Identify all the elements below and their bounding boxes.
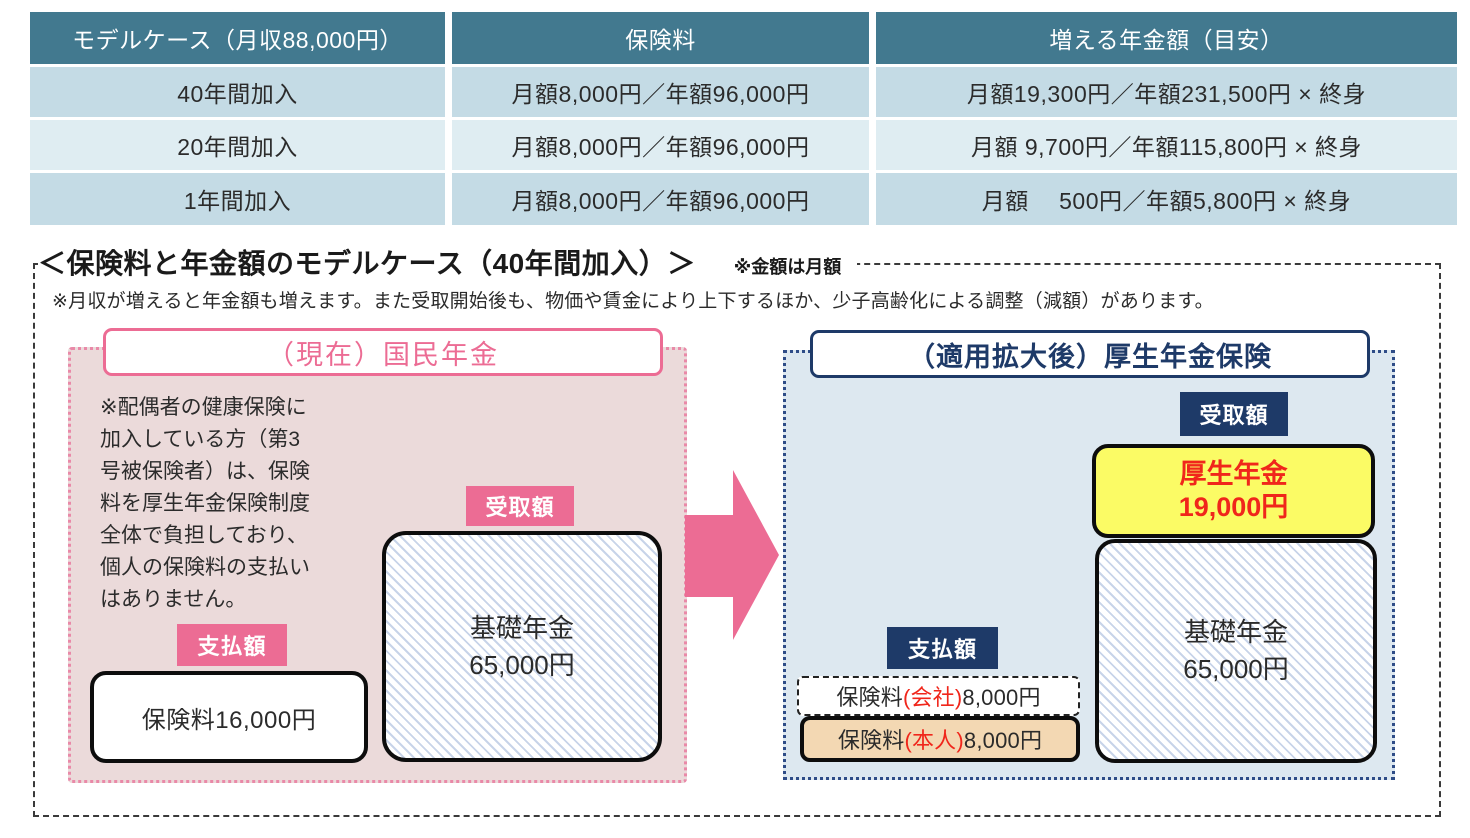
table-row-1y-premium: 月額8,000円／年額96,000円 (452, 173, 869, 225)
spouse-insurance-note: ※配偶者の健康保険に 加入している方（第3 号被保険者）は、保険 料を厚生年金保… (100, 396, 310, 611)
table-row-20y-label: 20年間加入 (30, 120, 445, 170)
section-title: ＜保険料と年金額のモデルケース（40年間加入）＞ (38, 248, 696, 279)
current-pension-title: （現在）国民年金 (103, 328, 663, 376)
table-row-1y-pension: 月額 500円／年額5,800円 × 終身 (876, 173, 1457, 225)
premium-company-box: 保険料(会社) 8,000円 (797, 676, 1080, 716)
expanded-receive-badge: 受取額 (1180, 392, 1288, 436)
expanded-pension-title: （適用拡大後）厚生年金保険 (810, 330, 1370, 378)
premium-company-amount: 8,000円 (962, 685, 1041, 710)
table-row-40y-label: 40年間加入 (30, 67, 445, 117)
current-pay-badge: 支払額 (177, 624, 287, 666)
premium-company-prefix: 保険料 (836, 685, 903, 710)
premium-self-amount: 8,000円 (963, 728, 1043, 753)
premium-self-box: 保険料(本人) 8,000円 (800, 716, 1080, 762)
table-row-20y-premium: 月額8,000円／年額96,000円 (452, 120, 869, 170)
table-row-40y-pension: 月額19,300円／年額231,500円 × 終身 (876, 67, 1457, 117)
expanded-pay-badge: 支払額 (887, 627, 998, 669)
section-title-note: ※金額は月額 (733, 257, 842, 277)
current-basic-pension-box: 基礎年金 65,000円 (382, 531, 662, 762)
table-header-model-case: モデルケース（月収88,000円） (30, 12, 445, 64)
model-case-table: モデルケース（月収88,000円） 保険料 増える年金額（目安） 40年間加入 … (30, 12, 1457, 225)
expanded-basic-pension-box: 基礎年金 65,000円 (1095, 539, 1377, 763)
table-header-pension-increase: 増える年金額（目安） (876, 12, 1457, 64)
current-receive-badge: 受取額 (466, 486, 574, 526)
table-row-40y-premium: 月額8,000円／年額96,000円 (452, 67, 869, 117)
adjustment-note: ※月収が増えると年金額も増えます。また受取開始後も、物価や賃金により上下するほか… (52, 291, 1214, 312)
table-header-premium: 保険料 (452, 12, 869, 64)
section-heading: ＜保険料と年金額のモデルケース（40年間加入）＞ ※金額は月額 (38, 240, 858, 286)
right-arrow-icon (685, 470, 779, 640)
kosei-pension-box: 厚生年金 19,000円 (1092, 444, 1375, 538)
table-row-20y-pension: 月額 9,700円／年額115,800円 × 終身 (876, 120, 1457, 170)
premium-self-prefix: 保険料 (837, 728, 905, 753)
current-premium-box: 保険料16,000円 (90, 671, 368, 763)
premium-company-paren: (会社) (902, 685, 963, 710)
table-row-1y-label: 1年間加入 (30, 173, 445, 225)
premium-self-paren: (本人) (904, 728, 964, 753)
